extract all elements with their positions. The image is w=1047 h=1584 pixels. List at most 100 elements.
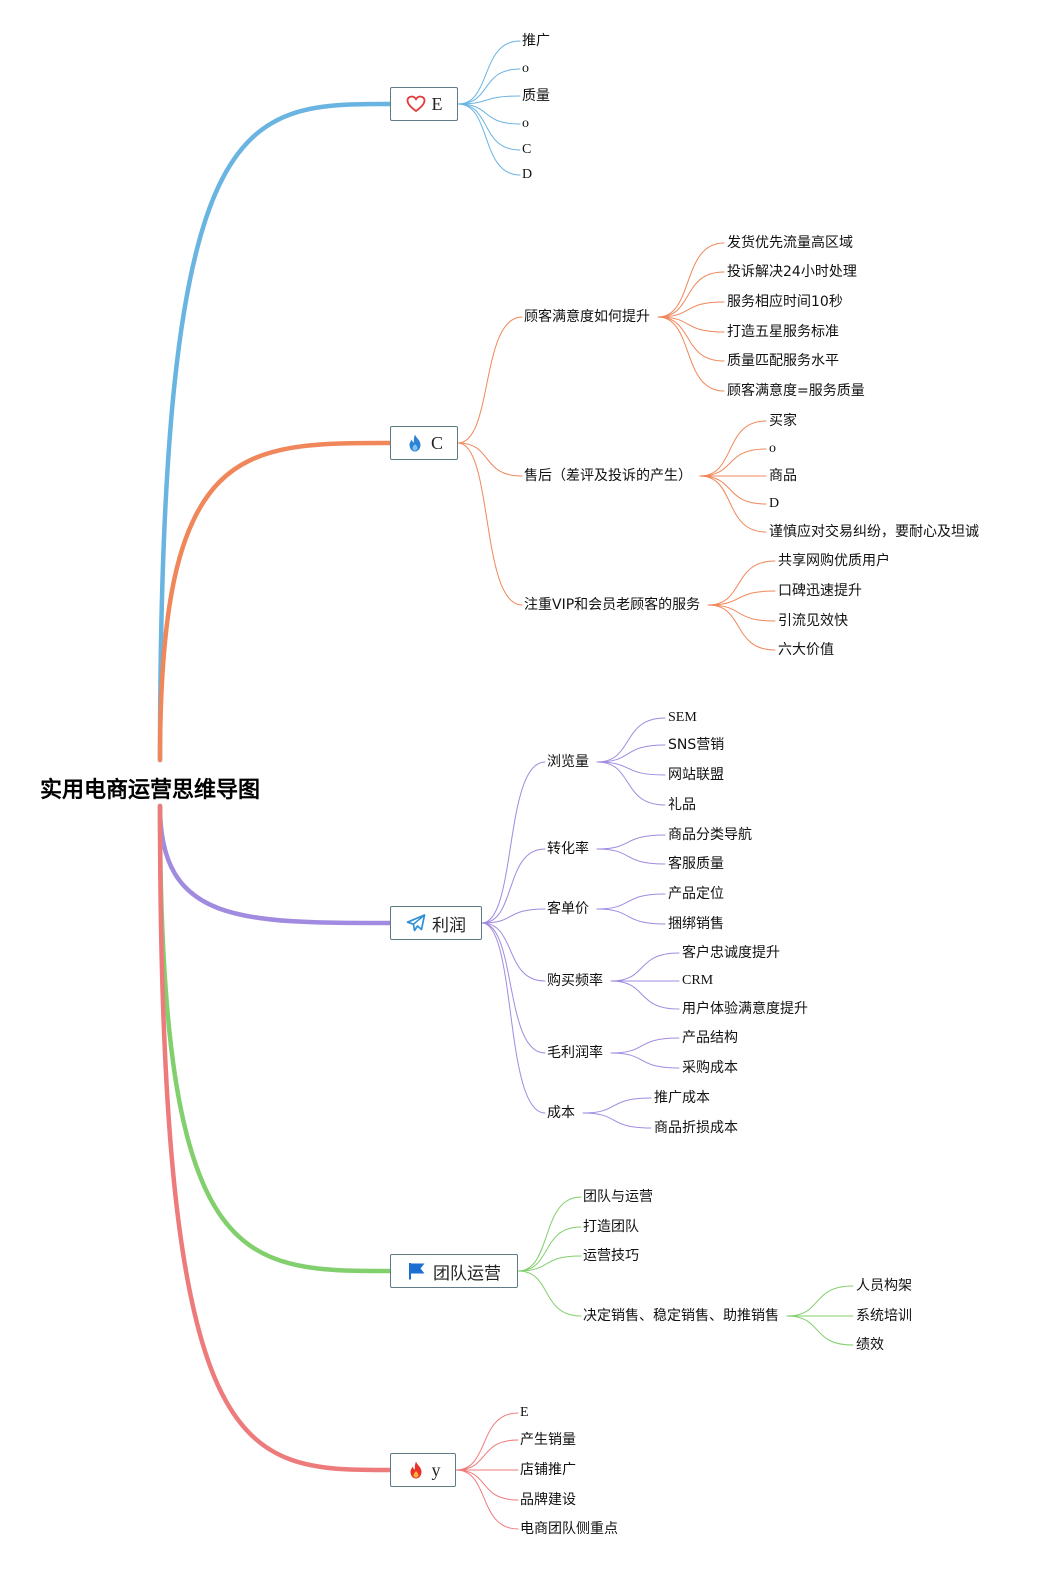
topic-node[interactable]: 浏览量 <box>547 754 589 770</box>
main-branch-line <box>157 440 393 763</box>
topic-node[interactable]: 购买频率 <box>547 973 603 989</box>
subtopic-connector <box>596 761 666 806</box>
subtopic-node[interactable]: SNS营销 <box>668 737 725 753</box>
topic-node[interactable]: D <box>522 167 533 182</box>
subtopic-connector <box>657 271 725 318</box>
subtopic-node[interactable]: 商品 <box>769 468 797 484</box>
subtopic-connector <box>582 1097 652 1114</box>
subtopic-connector <box>596 834 666 850</box>
subtopic-node[interactable]: 共享网购优质用户 <box>778 553 890 569</box>
subtopic-connector <box>596 848 666 865</box>
main-branch-line <box>157 803 393 926</box>
subtopic-connector <box>596 717 666 763</box>
topic-node[interactable]: 品牌建设 <box>520 1492 576 1508</box>
topic-node[interactable]: 店铺推广 <box>520 1462 576 1478</box>
branch-label: 利润 <box>432 915 466 936</box>
topic-node[interactable]: E <box>520 1405 529 1420</box>
child-connector <box>457 68 521 105</box>
topic-node[interactable]: 质量 <box>522 88 550 104</box>
subtopic-node[interactable]: 推广成本 <box>654 1090 710 1106</box>
child-connector <box>455 1469 519 1501</box>
subtopic-node[interactable]: 捆绑销售 <box>668 916 724 932</box>
topic-node[interactable]: C <box>522 142 532 157</box>
flag-icon <box>407 1261 427 1281</box>
branch-node-3[interactable]: 团队运营 <box>390 1254 518 1288</box>
topic-node[interactable]: 打造团队 <box>583 1219 639 1235</box>
subtopic-node[interactable]: 客户忠诚度提升 <box>682 945 780 961</box>
subtopic-node[interactable]: 系统培训 <box>856 1308 912 1324</box>
subtopic-node[interactable]: 谨慎应对交易纠纷，要耐心及坦诚 <box>769 524 979 540</box>
subtopic-connector <box>596 908 666 925</box>
topic-node[interactable]: 售后（差评及投诉的产生） <box>524 468 692 484</box>
subtopic-node[interactable]: 引流见效快 <box>778 613 848 629</box>
child-connector <box>517 1196 582 1272</box>
topic-node[interactable]: 决定销售、稳定销售、助推销售 <box>583 1308 779 1324</box>
subtopic-node[interactable]: 口碑迅速提升 <box>778 583 862 599</box>
subtopic-node[interactable]: D <box>769 496 780 511</box>
subtopic-node[interactable]: 商品分类导航 <box>668 827 752 843</box>
flame-icon <box>406 1460 426 1480</box>
topic-node[interactable]: 转化率 <box>547 841 589 857</box>
topic-node[interactable]: 团队与运营 <box>583 1189 653 1205</box>
subtopic-node[interactable]: 买家 <box>769 413 797 429</box>
subtopic-connector <box>707 604 776 651</box>
main-branch-line <box>157 803 393 1274</box>
child-connector <box>455 1469 519 1530</box>
subtopic-node[interactable]: 绩效 <box>856 1337 884 1353</box>
subtopic-node[interactable]: 质量匹配服务水平 <box>727 353 839 369</box>
topic-node[interactable]: 推广 <box>522 33 550 49</box>
branch-node-0[interactable]: E <box>390 87 458 121</box>
subtopic-connector <box>786 1285 854 1317</box>
subtopic-node[interactable]: 投诉解决24小时处理 <box>727 264 857 280</box>
subtopic-node[interactable]: 网站联盟 <box>668 767 724 783</box>
child-connector <box>455 1412 519 1471</box>
branch-node-2[interactable]: 利润 <box>390 906 482 940</box>
subtopic-node[interactable]: 用户体验满意度提升 <box>682 1001 808 1017</box>
topic-node[interactable]: 客单价 <box>547 901 589 917</box>
topic-node[interactable]: 电商团队侧重点 <box>520 1521 618 1537</box>
subtopic-node[interactable]: 产品结构 <box>682 1030 738 1046</box>
subtopic-node[interactable]: 人员构架 <box>856 1278 912 1294</box>
child-connector <box>481 908 546 924</box>
branch-node-1[interactable]: C <box>390 426 458 460</box>
subtopic-node[interactable]: 六大价值 <box>778 642 834 658</box>
topic-node[interactable]: 顾客满意度如何提升 <box>524 309 650 325</box>
branch-label: y <box>431 1459 441 1480</box>
topic-node[interactable]: 成本 <box>547 1105 575 1121</box>
subtopic-node[interactable]: 礼品 <box>668 797 696 813</box>
subtopic-node[interactable]: CRM <box>682 973 714 988</box>
subtopic-node[interactable]: 服务相应时间10秒 <box>727 294 843 310</box>
main-branch-line <box>157 101 393 763</box>
topic-node[interactable]: 毛利润率 <box>547 1045 603 1061</box>
subtopic-connector <box>657 316 725 392</box>
subtopic-connector <box>707 560 776 606</box>
branch-label: 团队运营 <box>433 1263 501 1284</box>
root-title[interactable]: 实用电商运营思维导图 <box>40 778 261 803</box>
child-connector <box>457 103 521 151</box>
subtopic-node[interactable]: o <box>769 441 776 456</box>
subtopic-node[interactable]: 客服质量 <box>668 856 724 872</box>
topic-node[interactable]: o <box>522 61 529 76</box>
subtopic-connector <box>699 448 767 477</box>
subtopic-node[interactable]: 顾客满意度=服务质量 <box>727 383 865 399</box>
subtopic-node[interactable]: 商品折损成本 <box>654 1120 738 1136</box>
child-connector <box>455 1439 519 1471</box>
subtopic-node[interactable]: 发货优先流量高区域 <box>727 235 853 251</box>
topic-node[interactable]: 注重VIP和会员老顾客的服务 <box>524 597 701 613</box>
subtopic-node[interactable]: SEM <box>668 710 697 725</box>
child-connector <box>481 761 546 924</box>
heart-icon <box>406 94 426 114</box>
branch-node-4[interactable]: y <box>390 1453 456 1487</box>
subtopic-connector <box>610 952 680 982</box>
subtopic-node[interactable]: 产品定位 <box>668 886 724 902</box>
subtopic-node[interactable]: 采购成本 <box>682 1060 738 1076</box>
topic-node[interactable]: 产生销量 <box>520 1432 576 1448</box>
topic-node[interactable]: o <box>522 116 529 131</box>
subtopic-connector <box>699 420 767 477</box>
fire-icon <box>405 433 425 453</box>
subtopic-node[interactable]: 打造五星服务标准 <box>727 324 839 340</box>
topic-node[interactable]: 运营技巧 <box>583 1248 639 1264</box>
child-connector <box>517 1226 582 1272</box>
